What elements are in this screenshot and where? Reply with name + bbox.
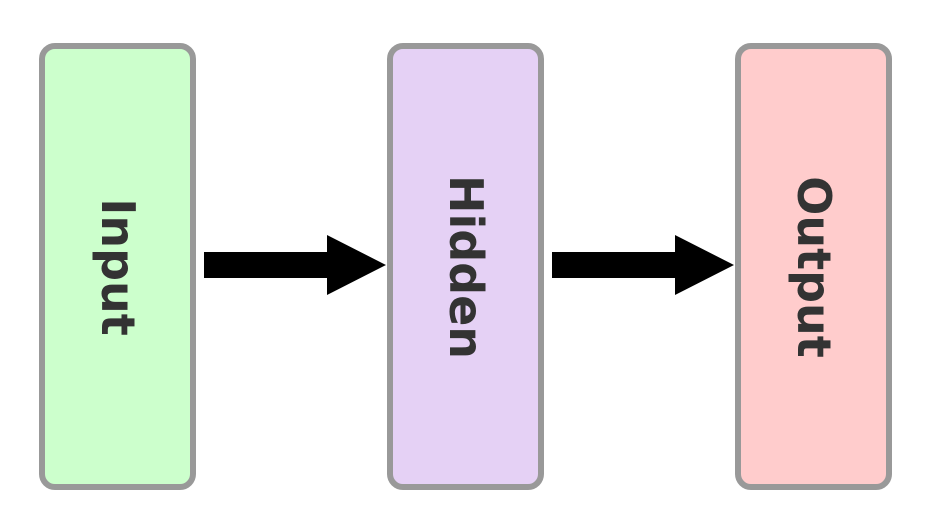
output-node: Output	[735, 43, 892, 490]
arrow-input-to-hidden-shape	[204, 235, 386, 295]
arrow-hidden-to-output-shape	[552, 235, 734, 295]
input-node-label: Input	[90, 197, 145, 336]
hidden-node: Hidden	[387, 43, 544, 490]
input-node: Input	[39, 43, 196, 490]
arrow-input-to-hidden	[204, 235, 386, 295]
arrow-hidden-to-output	[552, 235, 734, 295]
hidden-node-label: Hidden	[438, 174, 493, 359]
output-node-label: Output	[786, 175, 841, 358]
